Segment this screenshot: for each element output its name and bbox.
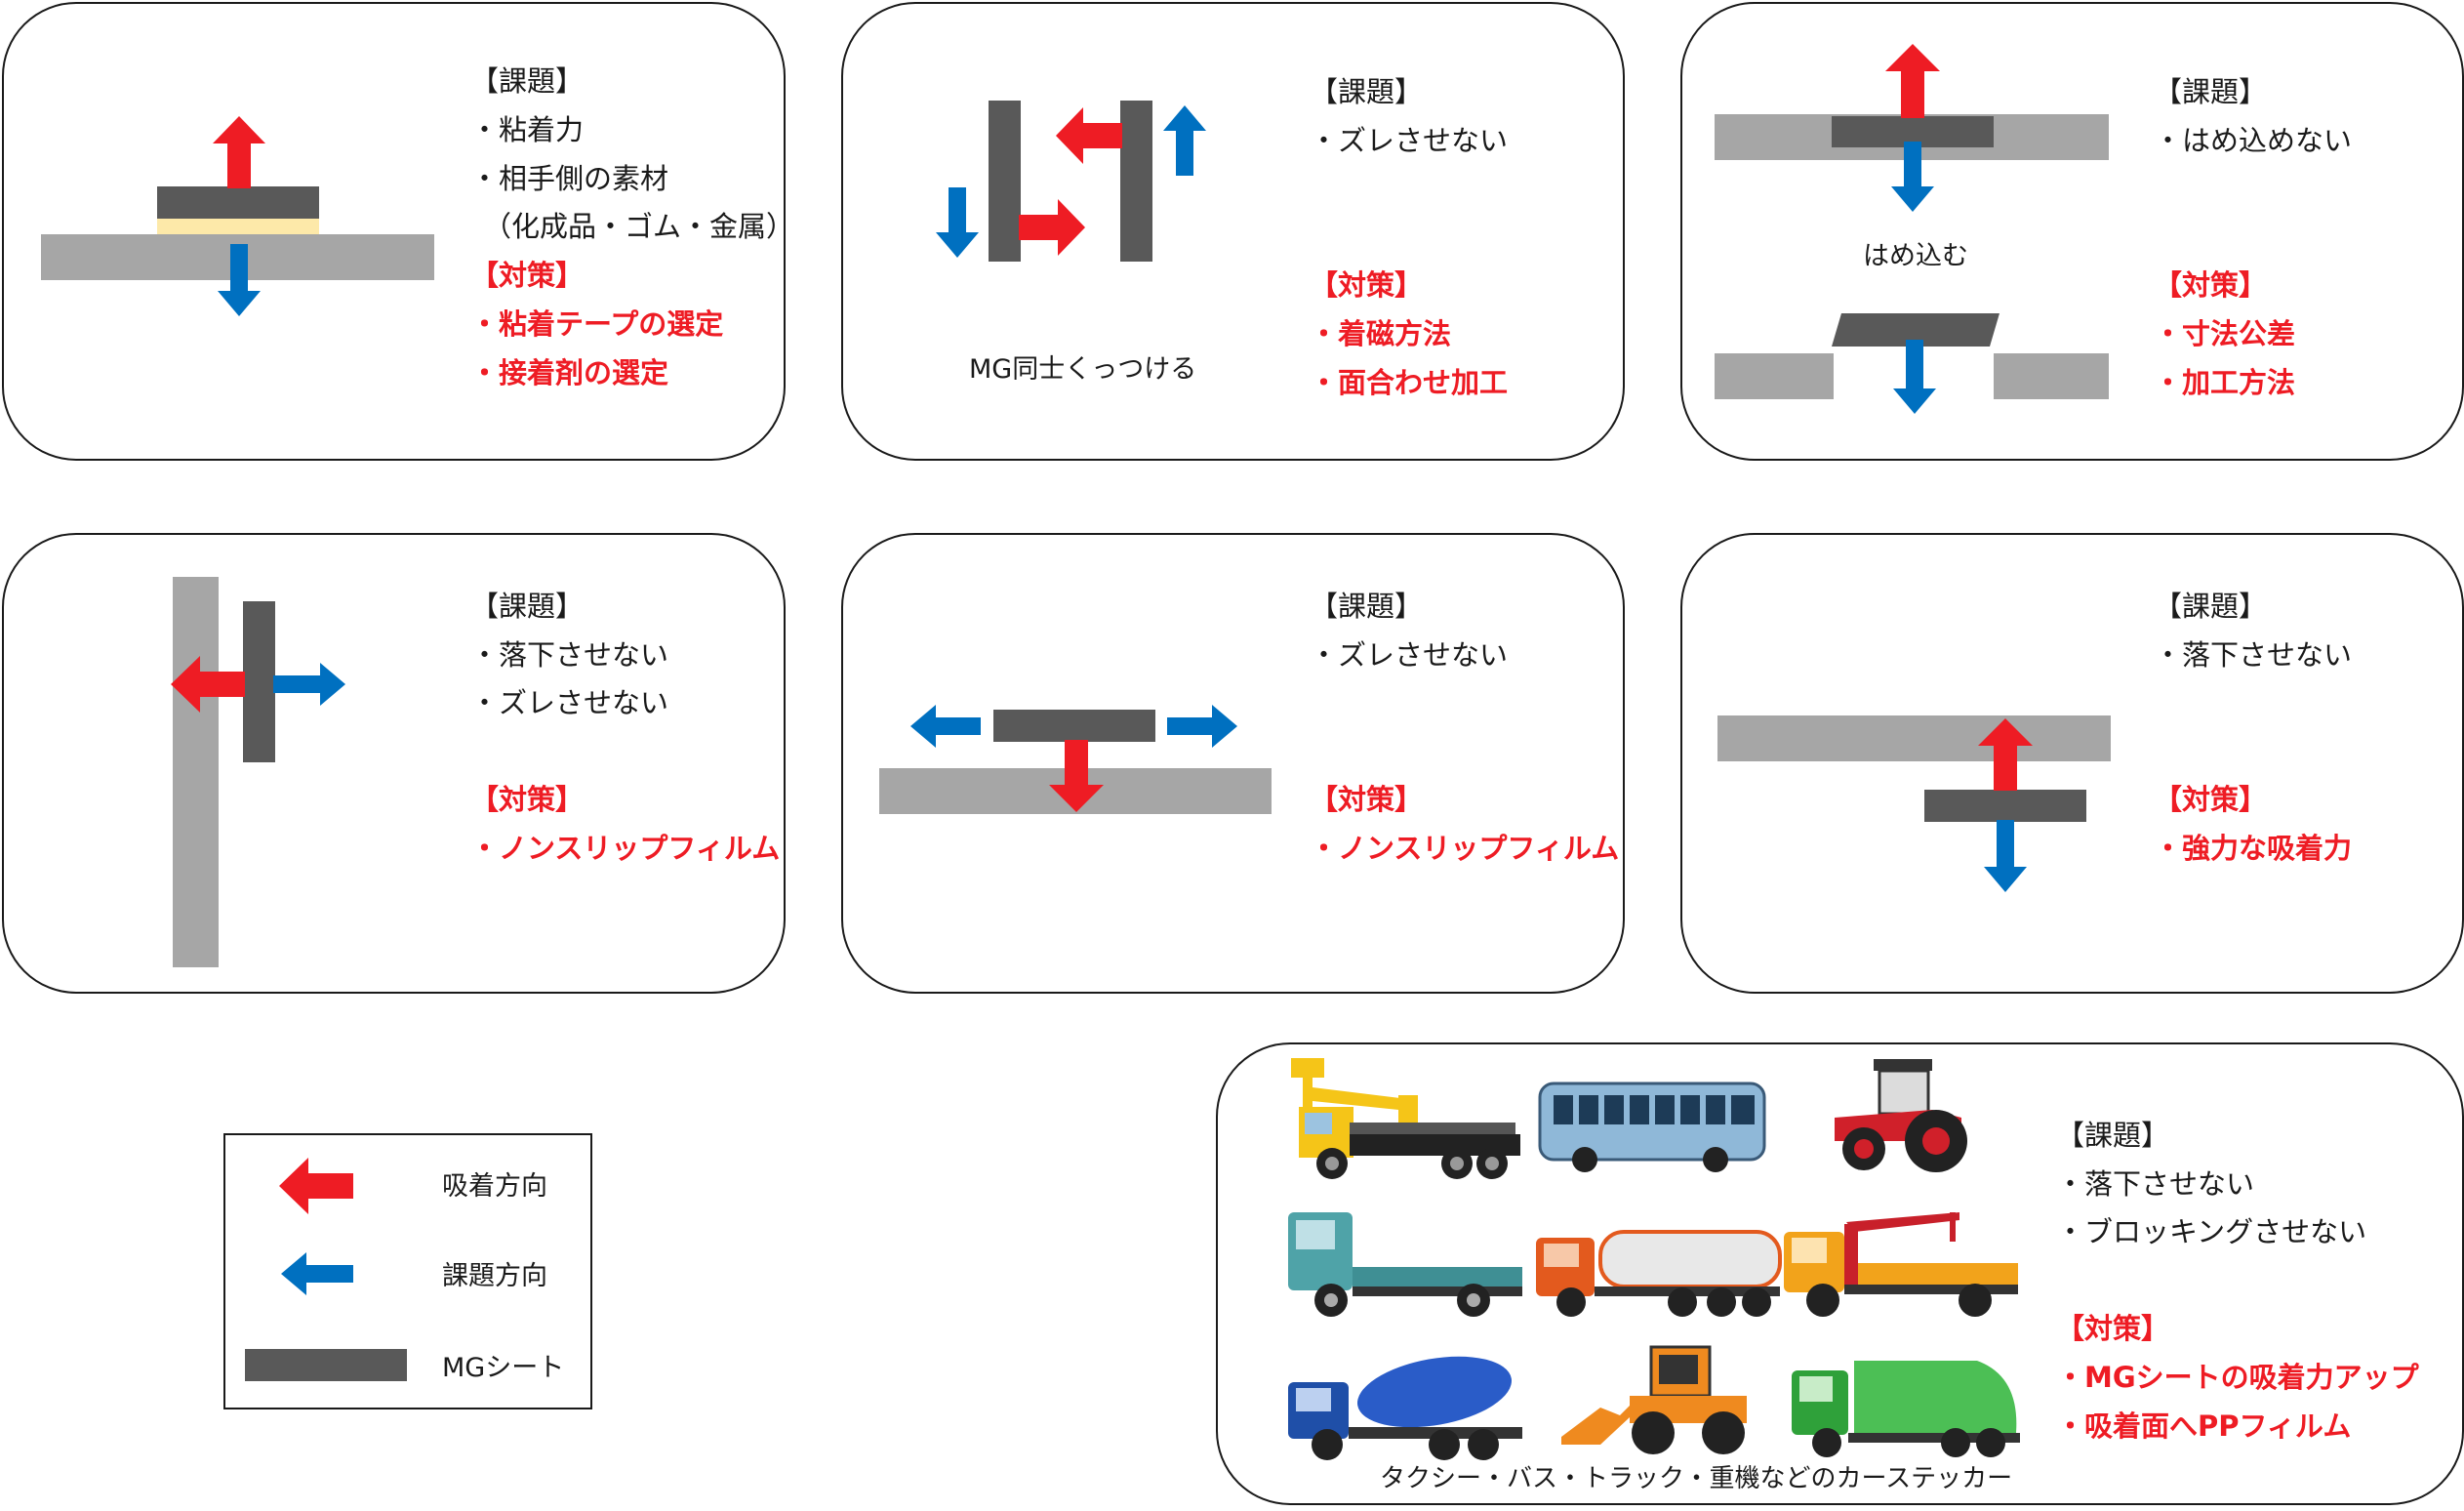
problem-item: ・ズレさせない	[1310, 638, 1509, 672]
problem-arrow-down-icon	[936, 187, 979, 258]
mixer-truck-icon	[1288, 1356, 1522, 1460]
mg-sheet-left	[989, 101, 1021, 262]
problem-item: ・ズレさせない	[470, 686, 669, 719]
ceiling-surface	[1717, 715, 2111, 761]
legend-sheet-swatch	[245, 1349, 407, 1381]
mg-sheet	[1924, 790, 2086, 822]
panel-fit-in: はめ込む 【課題】 ・はめ込めない 【対策】 ・寸法公差 ・加工方法	[1680, 2, 2464, 461]
mg-sheet	[243, 601, 275, 762]
adhesive-layer	[157, 219, 319, 234]
panel-vertical-wall: 【課題】 ・落下させない ・ズレさせない 【対策】 ・ノンスリップフィルム	[2, 533, 786, 994]
attraction-arrow-up-icon	[213, 116, 265, 188]
legend-problem-arrow-icon	[281, 1252, 353, 1295]
solution-item: ・吸着面へPPフィルム	[2056, 1409, 2352, 1443]
problem-heading: 【課題】	[1310, 590, 1424, 623]
solution-item: ・ノンスリップフィルム	[1310, 832, 1620, 865]
solution-heading: 【対策】	[1310, 783, 1424, 816]
surface-bottom-right	[1994, 353, 2109, 399]
problem-item: （化成品・ゴム・金属）	[483, 210, 795, 243]
solution-heading: 【対策】	[2154, 268, 2268, 302]
garbage-truck-icon	[1792, 1361, 2020, 1457]
diagram-caption: タクシー・バス・トラック・重機などのカーステッカー	[1380, 1464, 2013, 1493]
mg-sheet-right	[1120, 101, 1152, 262]
problem-item: ・ブロッキングさせない	[2056, 1215, 2367, 1248]
solution-item: ・粘着テープの選定	[470, 307, 724, 341]
solution-heading: 【対策】	[1310, 268, 1424, 302]
problem-arrow-right-icon	[1167, 705, 1237, 748]
solution-item: ・着磁方法	[1310, 317, 1452, 350]
vertical-wall	[173, 577, 219, 967]
diagram-caption: はめ込む	[1863, 241, 1968, 271]
mg-sheet-tilted	[1832, 313, 1999, 347]
surface-bottom-left	[1715, 353, 1834, 399]
problem-item: ・落下させない	[2056, 1167, 2255, 1201]
flatbed-truck-icon	[1288, 1212, 1522, 1317]
problem-arrow-left-icon	[910, 705, 981, 748]
solution-item: ・強力な吸着力	[2154, 832, 2353, 865]
problem-arrow-right-icon	[273, 663, 345, 706]
wheel-loader-icon	[1561, 1345, 1747, 1454]
problem-arrow-up-icon	[1163, 105, 1206, 176]
solution-heading: 【対策】	[470, 783, 585, 816]
solution-heading: 【対策】	[2154, 783, 2268, 816]
solution-heading: 【対策】	[2056, 1312, 2170, 1345]
problem-heading: 【課題】	[470, 590, 585, 623]
attraction-arrow-left-icon	[1056, 107, 1122, 164]
solution-item: ・寸法公差	[2154, 317, 2296, 350]
mg-sheet	[157, 186, 319, 219]
problem-heading: 【課題】	[2154, 590, 2268, 623]
crane-truck-icon	[1784, 1212, 2018, 1317]
problem-heading: 【課題】	[2056, 1119, 2170, 1152]
attraction-arrow-down-icon	[1049, 740, 1104, 812]
problem-item: ・はめ込めない	[2154, 124, 2353, 157]
panel-adhesive: 【課題】 ・粘着力 ・相手側の素材 （化成品・ゴム・金属） 【対策】 ・粘着テー…	[2, 2, 794, 461]
problem-arrow-down-icon	[1893, 340, 1936, 414]
legend: 吸着方向 課題方向 MGシート	[223, 1133, 592, 1409]
tanker-truck-icon	[1536, 1230, 1782, 1317]
problem-arrow-down-icon	[1891, 142, 1934, 212]
solution-item: ・面合わせ加工	[1310, 366, 1509, 399]
problem-item: ・落下させない	[2154, 638, 2353, 672]
diagram-caption: MG同士くっつける	[969, 354, 1197, 385]
attraction-arrow-left-icon	[171, 656, 245, 713]
problem-item: ・ズレさせない	[1310, 124, 1509, 157]
mg-sheet	[993, 710, 1155, 742]
attraction-arrow-right-icon	[1019, 199, 1085, 256]
problem-arrow-down-icon	[1984, 820, 2027, 892]
bus-icon	[1538, 1082, 1766, 1172]
solution-item: ・加工方法	[2154, 366, 2296, 399]
legend-sheet-label: MGシート	[442, 1353, 565, 1383]
solution-item: ・MGシートの吸着力アップ	[2056, 1361, 2419, 1394]
tractor-icon	[1835, 1059, 1967, 1172]
problem-item: ・粘着力	[470, 113, 585, 146]
panel-horizontal-slip: 【課題】 ・ズレさせない 【対策】 ・ノンスリップフィルム	[841, 533, 1625, 994]
solution-item: ・接着剤の選定	[470, 356, 669, 389]
panel-mg-to-mg: MG同士くっつける 【課題】 ・ズレさせない 【対策】 ・着磁方法 ・面合わせ加…	[841, 2, 1625, 461]
problem-heading: 【課題】	[2154, 75, 2268, 108]
attraction-arrow-up-icon	[1978, 718, 2033, 791]
problem-item: ・落下させない	[470, 638, 669, 672]
panel-car-stickers: タクシー・バス・トラック・重機などのカーステッカー 【課題】 ・落下させない ・…	[1216, 1042, 2464, 1505]
problem-heading: 【課題】	[1310, 75, 1424, 108]
legend-attraction-arrow-icon	[279, 1158, 353, 1214]
panel-ceiling: 【課題】 ・落下させない 【対策】 ・強力な吸着力	[1680, 533, 2464, 994]
attraction-arrow-up-icon	[1885, 44, 1940, 118]
problem-arrow-down-icon	[218, 244, 261, 316]
problem-heading: 【課題】	[470, 64, 585, 98]
solution-heading: 【対策】	[470, 259, 585, 292]
legend-attraction-label: 吸着方向	[442, 1171, 547, 1202]
legend-problem-label: 課題方向	[442, 1261, 547, 1291]
problem-item: ・相手側の素材	[470, 162, 669, 195]
aerial-work-truck-icon	[1291, 1058, 1520, 1179]
solution-item: ・ノンスリップフィルム	[470, 832, 781, 865]
